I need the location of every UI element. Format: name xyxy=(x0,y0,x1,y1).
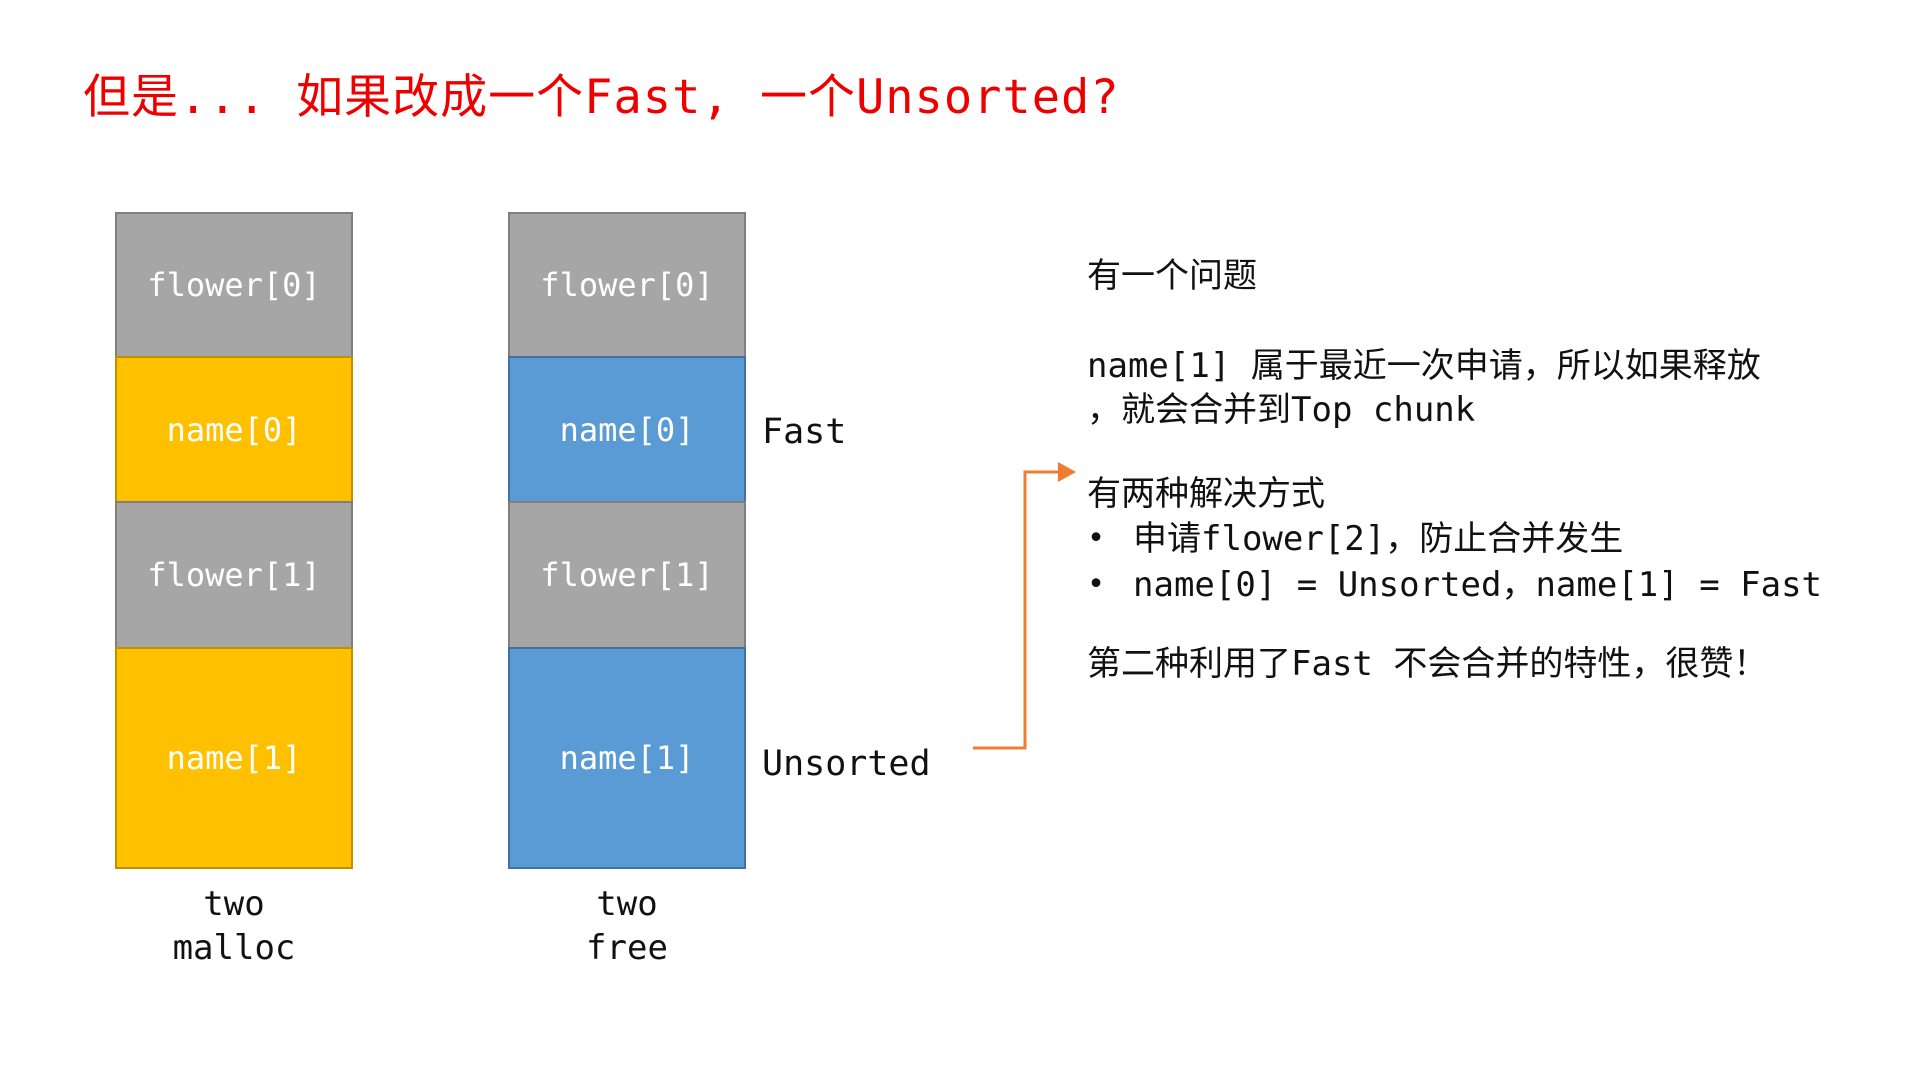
problem-line-1: name[1] 属于最近一次申请，所以如果释放 xyxy=(1087,346,1761,386)
block-flower-0-malloc: flower[0] xyxy=(115,212,353,358)
caption-line: two xyxy=(596,884,658,924)
block-flower-1-malloc: flower[1] xyxy=(115,501,353,649)
caption-line: two xyxy=(203,884,265,924)
malloc-column: flower[0] name[0] flower[1] name[1] xyxy=(115,212,353,869)
free-column-caption: two free xyxy=(508,882,746,970)
block-label: name[0] xyxy=(166,410,302,449)
block-name-1-free: name[1] xyxy=(508,647,746,869)
solution-bullet-2: • name[0] = Unsorted，name[1] = Fast xyxy=(1087,563,1822,607)
caption-line: free xyxy=(586,928,668,968)
malloc-column-caption: two malloc xyxy=(115,882,353,970)
free-column: flower[0] name[0] flower[1] name[1] xyxy=(508,212,746,869)
conclusion-line: 第二种利用了Fast 不会合并的特性，很赞！ xyxy=(1087,644,1768,684)
fast-bin-label: Fast xyxy=(762,412,847,452)
solution-bullet-1: • 申请flower[2]，防止合并发生 xyxy=(1087,517,1623,561)
block-label: flower[0] xyxy=(147,266,321,304)
bullet-text: 申请flower[2]，防止合并发生 xyxy=(1133,519,1624,559)
block-label: flower[0] xyxy=(540,266,714,304)
block-flower-0-free: flower[0] xyxy=(508,212,746,358)
problem-line-2: ，就会合并到Top chunk xyxy=(1087,390,1476,430)
elbow-arrow-icon xyxy=(958,452,1098,764)
solutions-heading: 有两种解决方式 xyxy=(1087,474,1325,514)
block-name-0-malloc: name[0] xyxy=(115,356,353,503)
block-label: flower[1] xyxy=(540,556,714,594)
block-label: name[0] xyxy=(559,410,695,449)
bullet-text: name[0] = Unsorted，name[1] = Fast xyxy=(1133,565,1823,605)
block-name-0-free: name[0] xyxy=(508,356,746,503)
block-label: name[1] xyxy=(166,739,302,777)
block-label: name[1] xyxy=(559,739,695,777)
caption-line: malloc xyxy=(172,928,296,968)
block-label: flower[1] xyxy=(147,556,321,594)
unsorted-bin-label: Unsorted xyxy=(762,744,931,784)
problem-heading: 有一个问题 xyxy=(1087,256,1257,296)
block-name-1-malloc: name[1] xyxy=(115,647,353,869)
block-flower-1-free: flower[1] xyxy=(508,501,746,649)
slide-title: 但是... 如果改成一个Fast, 一个Unsorted? xyxy=(83,70,1120,125)
